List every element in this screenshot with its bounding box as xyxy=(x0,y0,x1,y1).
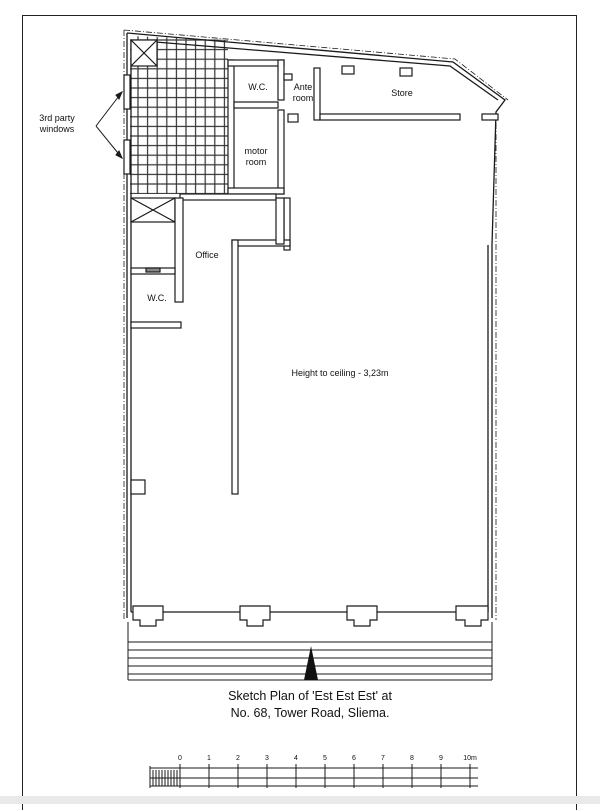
entrance-arrow xyxy=(304,646,318,680)
internal-walls xyxy=(130,59,499,495)
scale-tick-label: 6 xyxy=(352,755,356,762)
scale-bar xyxy=(149,766,478,788)
office-label: Office xyxy=(195,250,219,260)
caption-line-2: No. 68, Tower Road, Sliema. xyxy=(230,706,390,720)
drawing-sheet-border xyxy=(22,15,577,810)
scale-tick-label: 7 xyxy=(381,755,385,762)
callout-arrows xyxy=(95,90,123,160)
scale-tick-label: 1 xyxy=(207,755,211,762)
scale-tick-label: 2 xyxy=(236,755,240,762)
front-columns xyxy=(132,605,489,627)
main-hall-label: Height to ceiling - 3,23m xyxy=(291,368,389,378)
tiled-courtyard xyxy=(130,36,228,195)
lift-shaft-mid xyxy=(130,197,176,223)
scale-tick-label: 8 xyxy=(410,755,414,762)
wc-top-label: W.C. xyxy=(248,82,268,92)
scale-tick-label: 9 xyxy=(439,755,443,762)
scale-tick-label: 0 xyxy=(178,755,182,762)
lift-shaft-top xyxy=(130,39,158,67)
third-party-windows xyxy=(123,74,131,175)
scale-tick-label: 5 xyxy=(323,755,327,762)
ante-room-label: Ante room xyxy=(292,82,314,103)
scale-tick-label: 3 xyxy=(265,755,269,762)
scale-tick-label: 10m xyxy=(463,755,477,762)
motor-room-label: motor room xyxy=(244,146,268,167)
store-label: Store xyxy=(391,88,413,98)
scale-tick-label: 4 xyxy=(294,755,298,762)
caption-line-1: Sketch Plan of 'Est Est Est' at xyxy=(228,689,392,703)
wc-left-label: W.C. xyxy=(147,293,167,303)
plan-caption: Sketch Plan of 'Est Est Est' at No. 68, … xyxy=(190,688,430,722)
bottom-strip xyxy=(0,796,600,804)
third-party-windows-label: 3rd party windows xyxy=(39,113,75,134)
